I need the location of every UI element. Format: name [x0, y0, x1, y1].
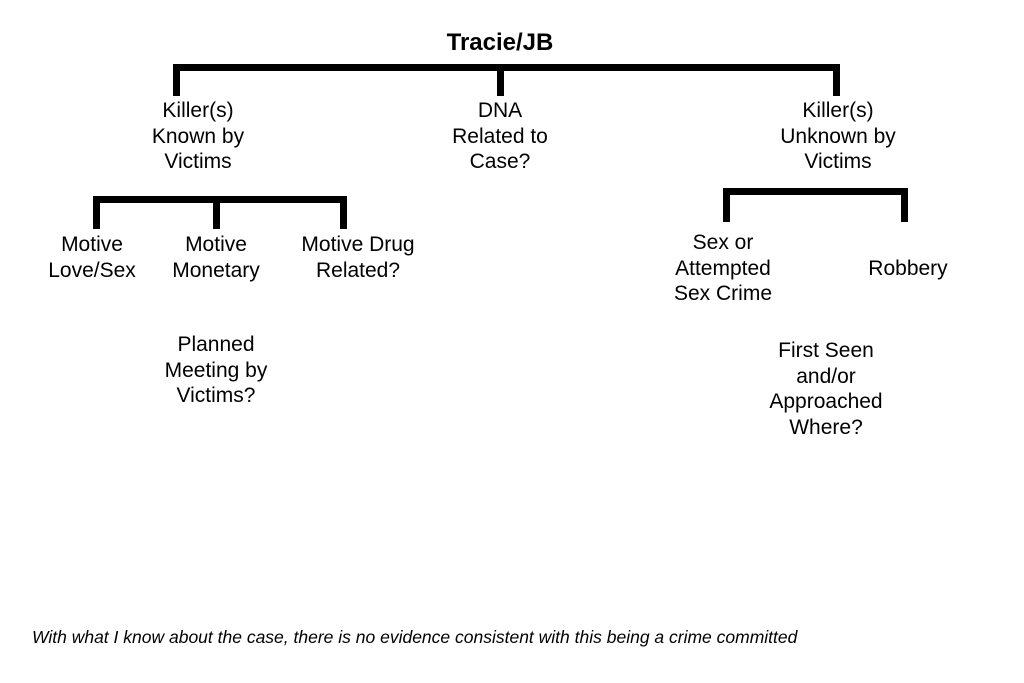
top-bracket-center-stem: [497, 64, 504, 96]
node-killers-known-by-victims: Killer(s) Known by Victims: [151, 99, 245, 174]
diagram-title: Tracie/JB: [446, 29, 554, 56]
node-planned-meeting-by-victims: Planned Meeting by Victims?: [164, 333, 268, 408]
caption-block: With what I know about the case, there i…: [32, 597, 1002, 683]
node-robbery: Robbery: [868, 257, 948, 280]
left-bracket-center-stem: [213, 196, 220, 229]
left-bracket-left-stem: [93, 196, 100, 229]
node-motive-monetary: Motive Monetary: [172, 233, 260, 282]
node-first-seen-approached-where: First Seen and/or Approached Where?: [769, 339, 883, 439]
right-bracket-right-stem: [901, 188, 908, 222]
node-killers-unknown-by-victims: Killer(s) Unknown by Victims: [780, 99, 896, 174]
node-dna-related-to-case: DNA Related to Case?: [452, 99, 548, 174]
top-bracket-horizontal-bar: [173, 64, 840, 71]
caption-line-2: by someone the victims knew. I still bel…: [32, 677, 1002, 683]
right-bracket-left-stem: [723, 188, 730, 222]
right-bracket-horizontal-bar: [723, 188, 908, 195]
top-bracket-left-stem: [173, 64, 180, 96]
node-motive-drug-related: Motive Drug Related?: [301, 233, 415, 282]
node-sex-or-attempted-sex-crime: Sex or Attempted Sex Crime: [673, 231, 773, 306]
caption-line-1: With what I know about the case, there i…: [32, 626, 798, 647]
node-motive-love-sex: Motive Love/Sex: [48, 233, 136, 282]
top-bracket-right-stem: [833, 64, 840, 96]
left-bracket-horizontal-bar: [93, 196, 347, 203]
left-bracket-right-stem: [340, 196, 347, 229]
